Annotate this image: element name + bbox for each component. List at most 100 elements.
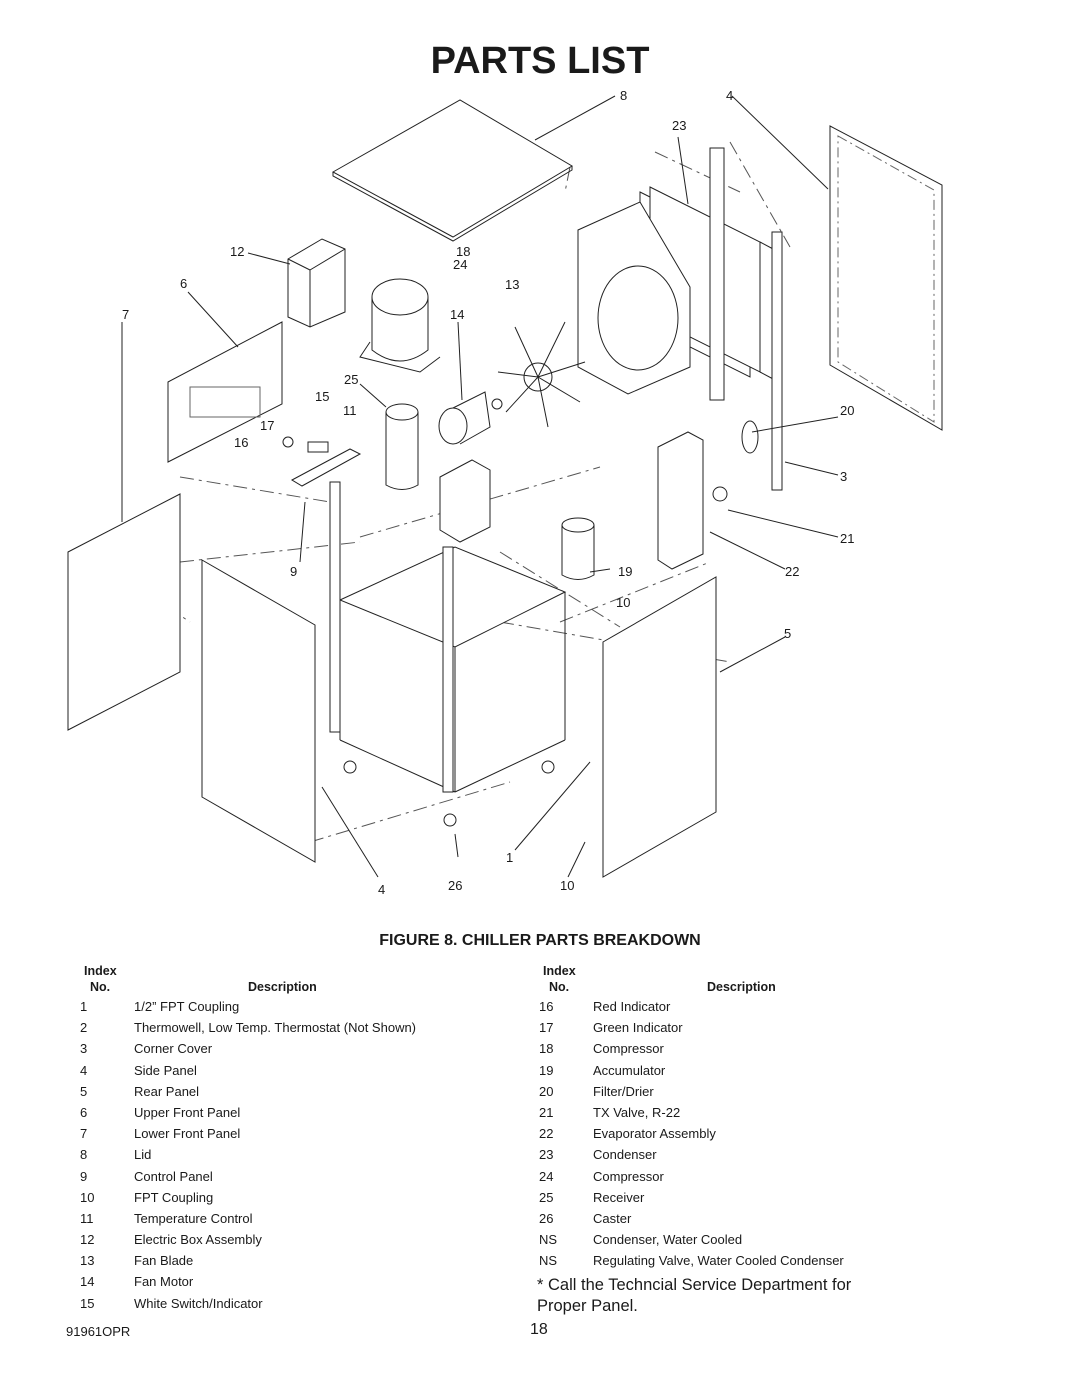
- callout-5: 5: [784, 626, 791, 641]
- header-description: Description: [248, 980, 317, 994]
- callout-17: 17: [260, 418, 274, 433]
- table-row: 18 Compressor: [525, 1038, 880, 1059]
- part-description: Lid: [134, 1147, 152, 1163]
- fan-motor-part: [438, 391, 503, 445]
- part-index-number: 21: [539, 1104, 554, 1120]
- callout-18: 18: [456, 244, 470, 259]
- service-note-line-2: Proper Panel.: [537, 1297, 638, 1315]
- evaporator-part: [657, 431, 704, 570]
- part-description: Fan Motor: [134, 1274, 194, 1290]
- table-row: 17 Green Indicator: [525, 1017, 880, 1038]
- part-index-number: NS: [539, 1232, 558, 1248]
- part-description: Lower Front Panel: [134, 1126, 241, 1142]
- part-index-number: 17: [539, 1020, 554, 1036]
- table-row: 8 Lid: [66, 1144, 446, 1165]
- table-row: 4 Side Panel: [66, 1060, 446, 1081]
- part-description: FPT Coupling: [134, 1189, 214, 1205]
- lower-front-panel-part: [67, 493, 181, 731]
- callout-12: 12: [230, 244, 244, 259]
- lid-part: [331, 99, 573, 238]
- table-row: 12 Electric Box Assembly: [66, 1229, 446, 1250]
- part-index-number: 1: [80, 999, 88, 1014]
- part-description: Electric Box Assembly: [134, 1232, 262, 1248]
- part-index-number: 23: [539, 1147, 554, 1163]
- callout-1: 1: [506, 850, 513, 865]
- part-index-number: 11: [80, 1210, 94, 1226]
- part-description: Temperature Control: [134, 1210, 253, 1226]
- part-description: Green Indicator: [593, 1020, 683, 1036]
- part-index-number: 18: [539, 1041, 554, 1057]
- service-note: * Call the Techncial Service Department …: [537, 1275, 917, 1317]
- callout-14: 14: [450, 307, 464, 322]
- part-description: Accumulator: [593, 1062, 666, 1078]
- upper-front-panel-part: [167, 321, 283, 463]
- accumulator-part: [561, 517, 595, 580]
- callout-7: 7: [122, 307, 129, 322]
- part-description: Evaporator Assembly: [593, 1126, 716, 1142]
- callout-22: 22: [785, 564, 799, 579]
- part-index-number: NS: [539, 1253, 558, 1269]
- part-description: Corner Cover: [134, 1041, 213, 1057]
- part-index-number: 2: [80, 1020, 88, 1036]
- callout-10-bottom: 10: [560, 878, 574, 893]
- part-description: 1/2” FPT Coupling: [134, 999, 240, 1014]
- table-row: 10 FPT Coupling: [66, 1187, 446, 1208]
- part-description: White Switch/Indicator: [134, 1295, 263, 1311]
- part-description: Side Panel: [134, 1062, 197, 1078]
- part-index-number: 26: [539, 1210, 554, 1226]
- part-index-number: 13: [80, 1253, 95, 1269]
- part-index-number: 16: [539, 999, 554, 1014]
- table-row: 15 White Switch/Indicator: [66, 1293, 446, 1314]
- callout-13: 13: [505, 277, 519, 292]
- part-description: Thermowell, Low Temp. Thermostat (Not Sh…: [134, 1020, 417, 1036]
- callout-23: 23: [672, 118, 686, 133]
- callout-8: 8: [620, 88, 627, 103]
- table-header: Index No. Description: [525, 962, 880, 996]
- part-description: Upper Front Panel: [134, 1104, 241, 1120]
- part-index-number: 10: [80, 1189, 95, 1205]
- compressor-part: [359, 278, 441, 373]
- part-index-number: 15: [80, 1295, 95, 1311]
- part-index-number: 20: [539, 1083, 554, 1099]
- callout-4-top: 4: [726, 88, 733, 103]
- part-index-number: 25: [539, 1189, 554, 1205]
- page-title: PARTS LIST: [430, 40, 650, 82]
- page-number: 18: [530, 1321, 548, 1338]
- part-description: Filter/Drier: [593, 1083, 654, 1099]
- part-index-number: 24: [539, 1168, 554, 1184]
- header-description: Description: [707, 980, 776, 994]
- callout-3: 3: [840, 469, 847, 484]
- part-index-number: 4: [80, 1062, 88, 1078]
- header-no: No.: [549, 980, 570, 994]
- exploded-parts-diagram: 8 4 23 12 18 24 6 13 7 14 25 15 11 17 16…: [60, 82, 960, 902]
- corner-cover-part: [771, 231, 783, 491]
- part-description: Condenser, Water Cooled: [593, 1232, 743, 1248]
- electric-box-part: [287, 238, 346, 328]
- figure-caption: FIGURE 8. CHILLER PARTS BREAKDOWN: [379, 932, 701, 949]
- part-index-number: 8: [80, 1147, 88, 1163]
- part-description: Rear Panel: [134, 1083, 200, 1099]
- filter-drier-part: [741, 420, 759, 454]
- table-row: 2 Thermowell, Low Temp. Thermostat (Not S…: [66, 1017, 446, 1038]
- motor-bracket-part: [439, 459, 491, 543]
- header-no: No.: [90, 980, 111, 994]
- receiver-part: [385, 403, 419, 490]
- part-description: Compressor: [593, 1041, 664, 1057]
- side-panel-bottom-part: [201, 559, 316, 863]
- fan-blade-part: [497, 321, 586, 428]
- part-index-number: 12: [80, 1232, 95, 1248]
